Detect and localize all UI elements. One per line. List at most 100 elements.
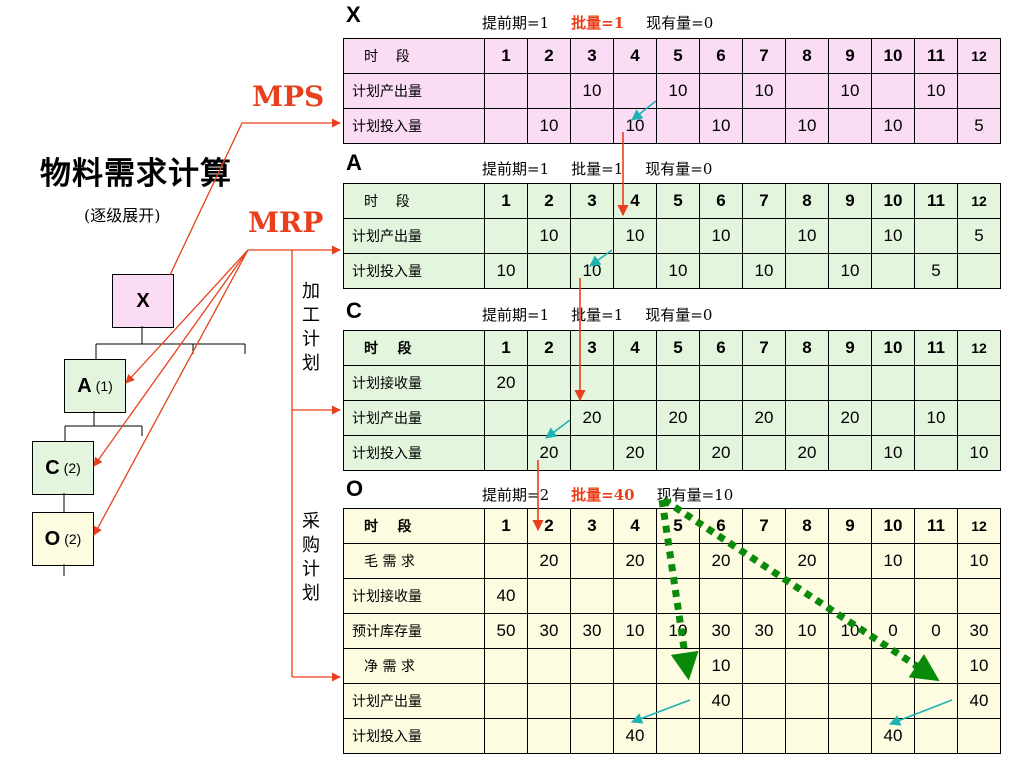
row-label: 计划投入量: [343, 718, 485, 754]
table-cell: [742, 365, 786, 401]
table-cell: 10: [828, 73, 872, 109]
machining-plan-label-char: 工: [302, 305, 320, 326]
table-cell: [570, 108, 614, 144]
row-label: 预计库存量: [343, 613, 485, 649]
table-cell: 20: [613, 435, 657, 471]
main-title: 物料需求计算: [40, 156, 232, 192]
table-cell: 10: [570, 253, 614, 289]
table-a-period-10: 10: [871, 183, 915, 219]
table-cell: [785, 400, 829, 436]
table-c-lot-size: 批量=1: [571, 306, 624, 324]
table-cell: 10: [699, 218, 743, 254]
table-cell: [570, 543, 614, 579]
table-cell: [570, 435, 614, 471]
table-x-period-7: 7: [742, 38, 786, 74]
table-cell: [656, 108, 700, 144]
row-label: 净 需 求: [343, 648, 485, 684]
mps-label: MPS: [252, 80, 325, 113]
bom-node-o-qty: (2): [64, 531, 82, 547]
table-o-period-9: 9: [828, 508, 872, 544]
table-cell: [484, 683, 528, 719]
table-c-period-4: 4: [613, 330, 657, 366]
table-x-lot-size: 批量=1: [571, 14, 625, 32]
table-cell: 20: [699, 543, 743, 579]
table-cell: 10: [527, 108, 571, 144]
row-label: 计划投入量: [343, 435, 485, 471]
table-cell: [785, 73, 829, 109]
table-c-period-10: 10: [871, 330, 915, 366]
table-cell: 20: [699, 435, 743, 471]
table-c-period-2: 2: [527, 330, 571, 366]
table-cell: 10: [914, 73, 958, 109]
table-cell: [957, 365, 1001, 401]
table-c-period-11: 11: [914, 330, 958, 366]
mps-connector: [169, 118, 341, 276]
table-cell: [527, 578, 571, 614]
table-cell: [742, 218, 786, 254]
table-cell: [570, 718, 614, 754]
table-cell: 20: [613, 543, 657, 579]
table-cell: 20: [828, 400, 872, 436]
table-cell: [699, 718, 743, 754]
table-cell: 30: [957, 613, 1001, 649]
table-c-period-5: 5: [656, 330, 700, 366]
table-cell: [527, 718, 571, 754]
table-cell: [613, 365, 657, 401]
table-o-period-7: 7: [742, 508, 786, 544]
purchase-plan-label-char: 采: [302, 511, 320, 532]
row-label: 计划投入量: [343, 253, 485, 289]
table-cell: 10: [871, 108, 915, 144]
row-label: 计划产出量: [343, 218, 485, 254]
row-label: 计划接收量: [343, 578, 485, 614]
table-cell: 40: [699, 683, 743, 719]
table-cell: [527, 648, 571, 684]
lot-size-arrows: [658, 497, 940, 682]
machining-plan-label: 加工计划: [300, 280, 322, 376]
table-cell: 10: [484, 253, 528, 289]
table-cell: 10: [570, 73, 614, 109]
table-cell: [957, 253, 1001, 289]
table-cell: [484, 400, 528, 436]
table-cell: [914, 578, 958, 614]
table-cell: 10: [871, 218, 915, 254]
table-c-lead-time: 提前期=1: [482, 306, 550, 324]
table-cell: [742, 108, 786, 144]
table-cell: [613, 648, 657, 684]
table-cell: [914, 365, 958, 401]
table-cell: [527, 683, 571, 719]
bom-node-x-name: X: [136, 289, 150, 312]
table-a-period-8: 8: [785, 183, 829, 219]
bom-node-x: X: [112, 274, 174, 328]
table-x-period-label: 时 段: [343, 38, 485, 74]
machining-plan-label-char: 加: [302, 281, 320, 302]
table-cell: [785, 648, 829, 684]
table-cell: [613, 683, 657, 719]
table-cell: [699, 578, 743, 614]
table-cell: 30: [742, 613, 786, 649]
table-c-period-6: 6: [699, 330, 743, 366]
table-c-period-3: 3: [570, 330, 614, 366]
table-cell: 5: [957, 108, 1001, 144]
table-cell: [785, 718, 829, 754]
table-cell: 10: [785, 108, 829, 144]
table-cell: [957, 718, 1001, 754]
table-cell: [484, 435, 528, 471]
table-cell: [656, 435, 700, 471]
table-cell: [570, 578, 614, 614]
level-flow-arrows: [532, 132, 629, 532]
table-a-lot-size: 批量=1: [571, 160, 624, 178]
table-cell: 20: [570, 400, 614, 436]
table-cell: 50: [484, 613, 528, 649]
